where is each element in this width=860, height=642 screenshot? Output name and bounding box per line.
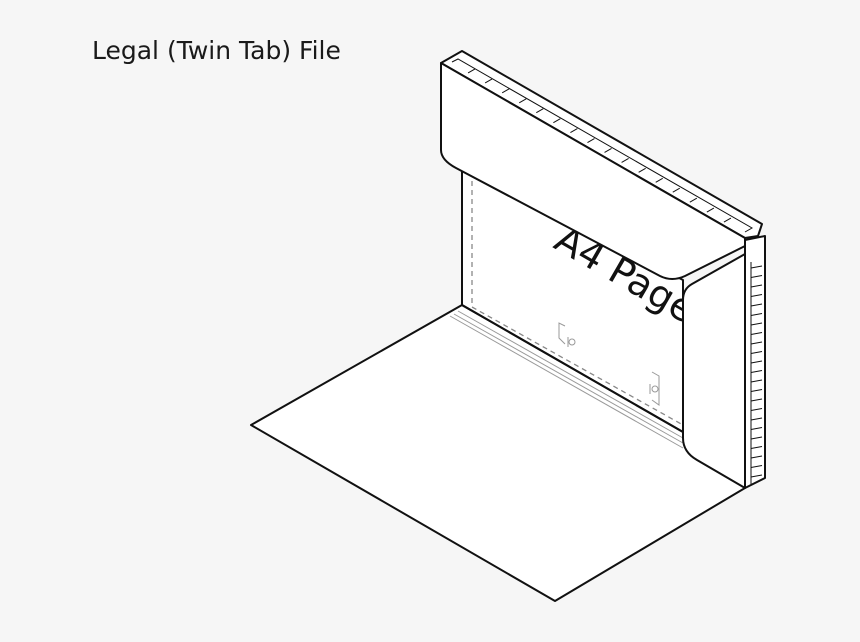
spine-cell-divider bbox=[587, 138, 595, 143]
spine-cell-divider bbox=[672, 187, 681, 193]
spine-tick bbox=[750, 474, 763, 478]
spine-cell-divider bbox=[689, 197, 698, 203]
spine-tick bbox=[750, 427, 763, 430]
spine-cell-divider bbox=[723, 217, 732, 223]
spine-tick bbox=[750, 332, 763, 335]
top-spine-cells bbox=[451, 58, 754, 233]
diagram-title: Legal (Twin Tab) File bbox=[92, 36, 341, 65]
spine-cell-divider bbox=[604, 148, 612, 153]
spine-cell-divider bbox=[621, 157, 629, 163]
spine-cell-divider bbox=[501, 88, 510, 94]
spine-tick bbox=[750, 446, 763, 449]
right-flap bbox=[682, 253, 746, 489]
spine-tick bbox=[750, 341, 763, 345]
spine-tick bbox=[750, 408, 763, 411]
spine-cell-divider bbox=[570, 128, 578, 134]
spine-tick bbox=[750, 436, 763, 440]
spine-cell-border bbox=[451, 58, 754, 233]
spine-tick bbox=[750, 351, 763, 354]
spine-tick bbox=[750, 417, 763, 421]
spine-tick bbox=[750, 370, 763, 373]
spine-tick bbox=[750, 275, 763, 278]
spine-cell-divider bbox=[655, 177, 663, 183]
fold-lines bbox=[449, 310, 684, 449]
top-flap bbox=[440, 62, 746, 280]
spine-tick bbox=[750, 455, 763, 459]
binder-clip-icon bbox=[649, 371, 660, 406]
spine-tick bbox=[750, 379, 763, 383]
spine-tick bbox=[750, 313, 763, 316]
spine-tick bbox=[750, 303, 763, 307]
spine-cell-divider bbox=[553, 118, 561, 124]
spine-cell-divider bbox=[706, 207, 715, 213]
back-panel-base-line bbox=[461, 304, 684, 433]
spine-cell-divider bbox=[536, 108, 544, 114]
binder-clip-icon bbox=[558, 322, 576, 347]
spine-tick bbox=[750, 284, 763, 288]
spine-tick bbox=[750, 265, 763, 269]
spine-tick bbox=[750, 360, 763, 364]
spine-tick bbox=[750, 322, 763, 326]
right-spine-ticks bbox=[750, 262, 763, 484]
spine-cell-divider bbox=[518, 98, 527, 104]
spine-cell-divider bbox=[638, 167, 646, 173]
spine-tick bbox=[750, 465, 763, 468]
spine-tick bbox=[750, 398, 763, 402]
back-panel-dashed-bottom bbox=[471, 306, 684, 426]
spine-tick bbox=[750, 294, 763, 297]
spine-cell-divider bbox=[484, 78, 493, 84]
spine-tick bbox=[750, 389, 763, 392]
spine-cell-divider bbox=[467, 68, 476, 74]
